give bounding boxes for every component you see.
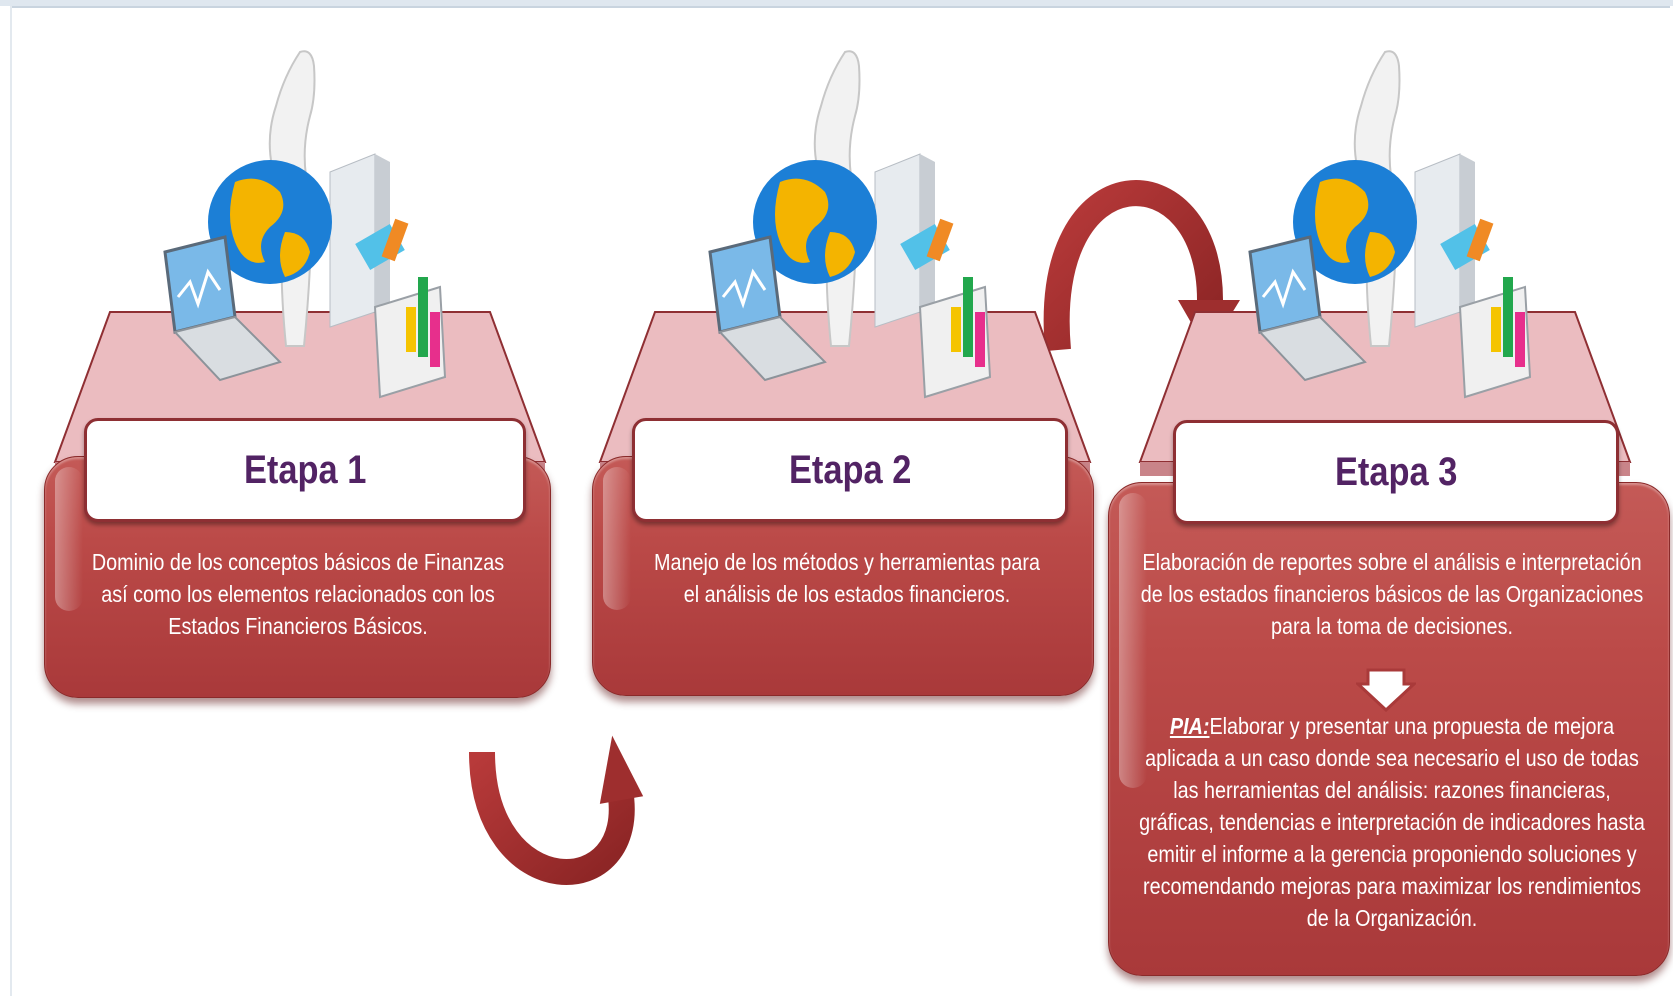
bar-chart-icon <box>900 218 992 399</box>
stage-1-title-box: Etapa 1 <box>84 418 526 522</box>
stage-1-description-box: Dominio de los conceptos básicos de Fina… <box>70 546 526 642</box>
stage-2-title-box: Etapa 2 <box>632 418 1068 522</box>
frame-divider <box>10 6 1670 8</box>
stage-3-pia-box: PIA:Elaborar y presentar una propuesta d… <box>1128 710 1656 934</box>
laptop-icon <box>163 235 282 382</box>
bar-chart-icon <box>1440 218 1532 399</box>
stage-1-description: Dominio de los conceptos básicos de Fina… <box>91 549 505 639</box>
pia-label: PIA: <box>1169 713 1210 739</box>
stage-3-pia: PIA:Elaborar y presentar una propuesta d… <box>1138 710 1645 934</box>
stage-2-illustration <box>708 50 992 399</box>
pia-text: Elaborar y presentar una propuesta de me… <box>1139 713 1645 931</box>
stage-1-illustration <box>163 50 447 399</box>
stage-3-panel <box>1108 482 1670 976</box>
down-arrow-icon <box>1356 668 1416 712</box>
stage-1-title: Etapa 1 <box>243 447 367 492</box>
stage-3-title: Etapa 3 <box>1334 449 1458 494</box>
window-frame <box>0 0 1673 6</box>
globe-icon <box>753 160 877 284</box>
globe-icon <box>208 160 332 284</box>
stage-3-description-box: Elaboración de reportes sobre el análisi… <box>1128 546 1656 642</box>
stage-3-title-box: Etapa 3 <box>1173 420 1619 524</box>
stage-2-description-box: Manejo de los métodos y herramientas par… <box>632 546 1062 610</box>
bar-chart-icon <box>355 218 447 399</box>
flow-arrow-stage1-to-stage2 <box>469 735 644 885</box>
stage-2-title: Etapa 2 <box>788 447 912 492</box>
frame-left-edge <box>10 6 12 996</box>
laptop-icon <box>1248 235 1367 382</box>
stage-3-description: Elaboración de reportes sobre el análisi… <box>1140 549 1644 639</box>
laptop-icon <box>708 235 827 382</box>
globe-icon <box>1293 160 1417 284</box>
stage-2-description: Manejo de los métodos y herramientas par… <box>654 549 1040 607</box>
stage-3-illustration <box>1248 50 1532 399</box>
